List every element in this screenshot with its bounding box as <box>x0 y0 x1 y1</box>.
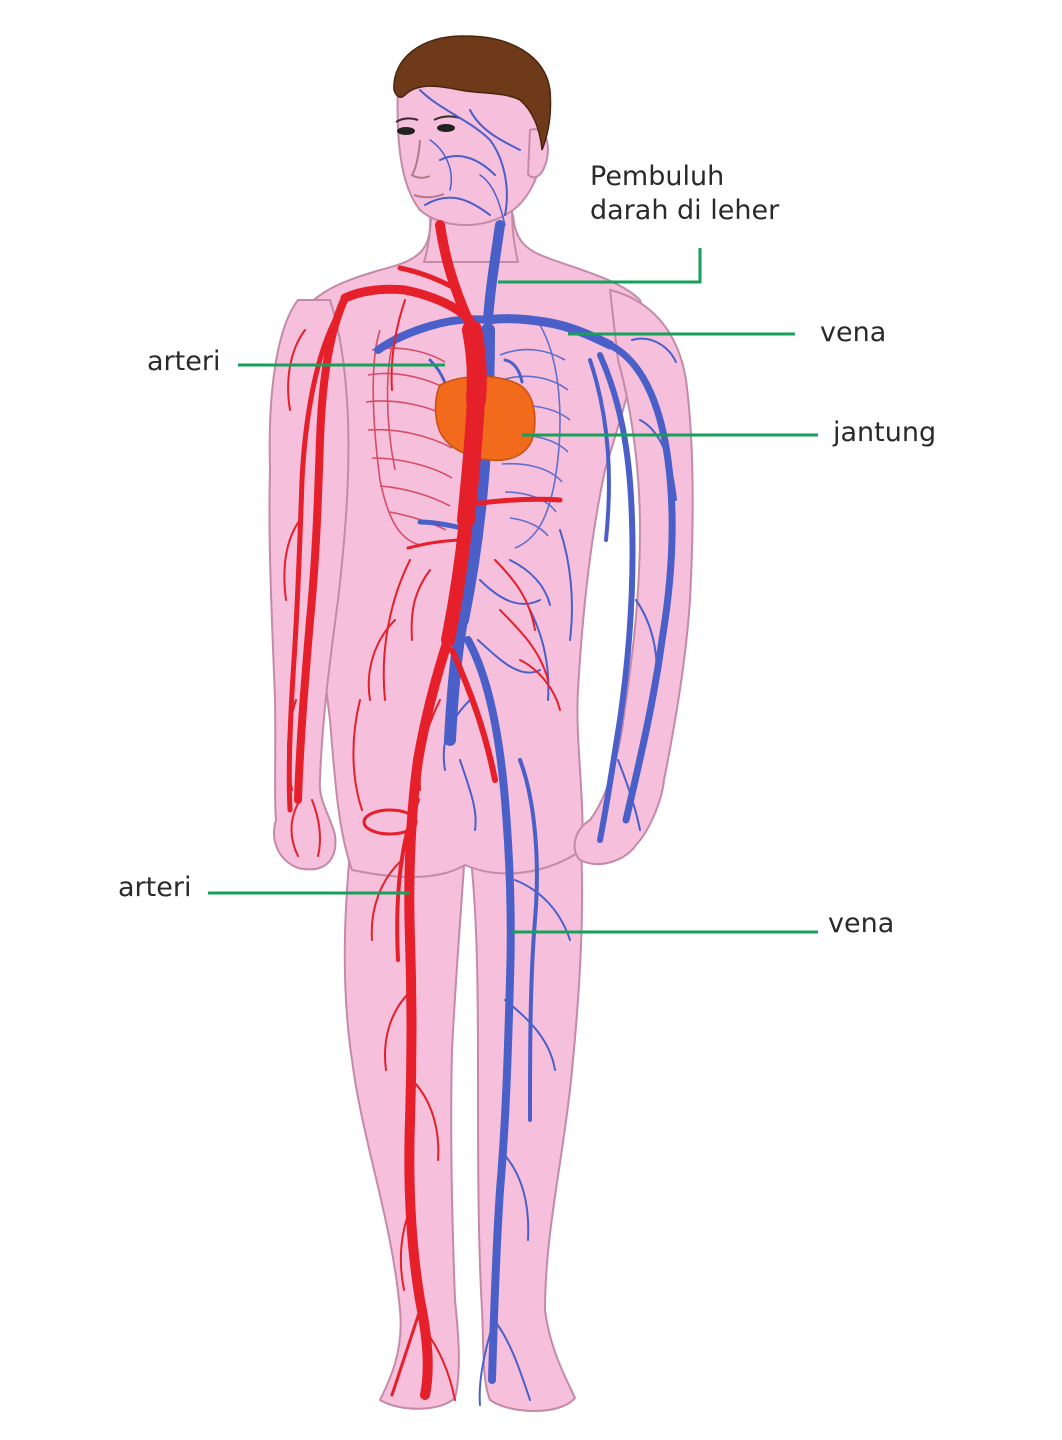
veins <box>374 89 677 1406</box>
label-neck-line1: Pembuluh <box>590 161 725 192</box>
label-arteri-bottom: arteri <box>118 872 192 903</box>
ribcage-right <box>499 324 571 549</box>
left-leg <box>343 829 466 1410</box>
label-neck-line2: darah di leher <box>590 195 780 226</box>
label-jantung: jantung <box>833 417 937 448</box>
leader-lines <box>208 248 818 934</box>
heart-shape <box>434 375 536 462</box>
hair <box>393 35 552 151</box>
label-neck-vessels: Pembuluh darah di leher <box>590 160 779 228</box>
arteries <box>283 220 563 1401</box>
label-vena-top: vena <box>820 317 887 348</box>
right-leg <box>469 829 583 1412</box>
label-arteri-top: arteri <box>147 346 221 377</box>
label-vena-bottom: vena <box>828 908 895 939</box>
leader-neck <box>498 248 702 284</box>
